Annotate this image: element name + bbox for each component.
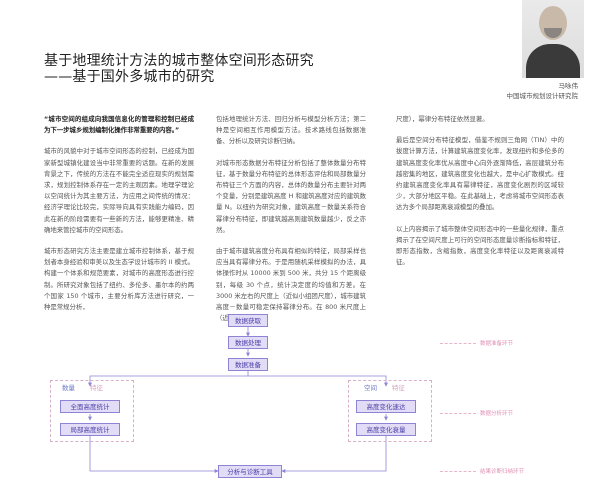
article-subtitle: ——基于国外多城市的研究: [44, 69, 215, 85]
quantity-tag: 数量: [62, 384, 75, 392]
paragraph: 包括地理统计方法、回归分析与模型分析方法；第二种是空间相互作用模型方法。技术路线…: [216, 115, 366, 146]
node-height-change-rate: 高度变化速达: [356, 400, 416, 413]
prep-stage-rule: [440, 343, 476, 344]
node-analysis-tools: 分析与诊断工具: [218, 465, 282, 478]
node-local-height: 局部高度统计: [60, 423, 120, 436]
author-name: 马咏伟: [558, 82, 579, 90]
diagnosis-stage-rule: [440, 471, 476, 472]
space-feature-group: [348, 380, 432, 442]
paragraph: 城市的风貌中对于城市空间形态的控制，已经成为国家新型城镇化建设当中非常重要的话题…: [44, 147, 194, 234]
diagnosis-stage-label: 结果诊断归纳环节: [480, 469, 525, 475]
quantity-feature-tag: 特征: [90, 384, 103, 392]
node-data-acquisition: 数据获取: [228, 314, 268, 327]
paragraph: 由于城市建筑高度分布具有相似的特征，局部采样也应当具有幂律分布。于是用随机采样模…: [216, 247, 366, 323]
paragraph: 最后是空间分布特征模型，借鉴不规则三角网（TIN）中的拔度计算方法，计算建筑高度…: [396, 136, 564, 212]
paragraph: 以上内容揭示了城市整体空间形态中的一些量化规律，重点揭示了在空间尺度上可行的空间…: [396, 224, 564, 267]
analysis-stage-rule: [440, 413, 476, 414]
paragraph: 城市形态研究方法主要是建立城市控制体系，基于规划者本身经验和审美以及生态学设计城…: [44, 247, 194, 312]
paragraph: 尺度），幂律分布特征依然显著。: [396, 115, 489, 123]
node-data-processing: 数据处理: [228, 336, 268, 349]
article-title: 基于地理统计方法的城市整体空间形态研究: [44, 53, 314, 69]
space-tag: 空间: [364, 384, 377, 392]
author-affiliation: 中国城市规划设计研究院: [506, 92, 579, 100]
lead-quote: “城市空间的组成向我国信息化的管理和控制已经成为下一步城乡规划编制化操作非常重要…: [44, 115, 194, 135]
analysis-stage-label: 数据分析环节: [480, 411, 514, 417]
text-column-3: 尺度），幂律分布特征依然显著。 最后是空间分布特征模型，借鉴不规则三角网（TIN…: [396, 114, 564, 278]
text-column-1: “城市空间的组成向我国信息化的管理和控制已经成为下一步城乡规划编制化操作非常重要…: [44, 114, 194, 323]
author-photo: [522, 0, 584, 78]
node-data-preparation: 数据准备: [228, 358, 268, 371]
node-overall-height: 全面高度统计: [60, 400, 120, 413]
quantity-feature-group: [50, 380, 134, 442]
prep-stage-label: 数据准备环节: [480, 341, 514, 347]
space-feature-tag: 特征: [392, 384, 405, 392]
paragraph: 对城市形态数据分布特征分析包括了整体数量分布特征，基于数量分布特征的总体形态评估…: [216, 158, 366, 234]
node-height-change-decay: 高度变化衰量: [356, 423, 416, 436]
text-column-2: 包括地理统计方法、回归分析与模型分析方法；第二种是空间相互作用模型方法。技术路线…: [216, 114, 366, 334]
